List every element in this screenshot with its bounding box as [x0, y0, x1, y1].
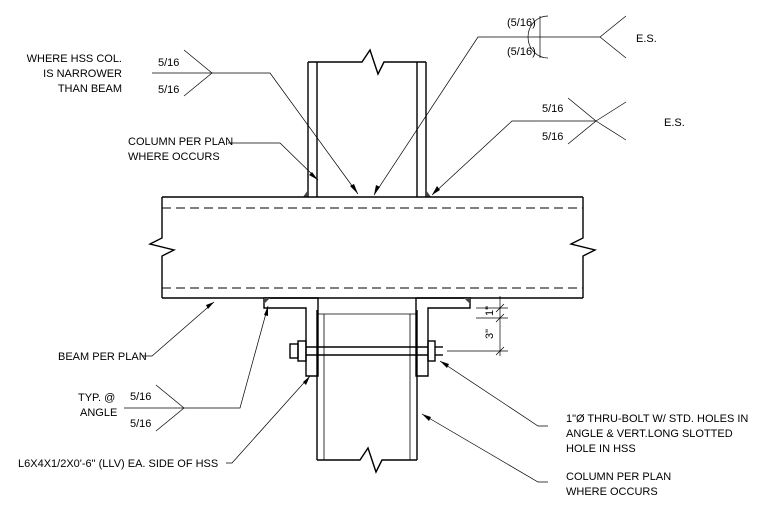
field-weld-tail-note: E.S. [636, 33, 657, 45]
angle-spec-note: L6X4X1/2X0'-6" (LLV) EA. SIDE OF HSS [18, 458, 218, 470]
column-weld-size-top: 5/16 [542, 103, 563, 115]
thru-bolt [289, 340, 443, 362]
lower-column [316, 310, 418, 474]
weld-symbol-column [431, 97, 627, 196]
beam-note: BEAM PER PLAN [58, 351, 147, 363]
angle-weld-size-bottom: 5/16 [130, 418, 151, 430]
column-weld-tail-note: E.S. [664, 117, 685, 129]
leader-bolt [439, 360, 548, 427]
weld-size-hss-top: 5/16 [158, 57, 179, 69]
bolt-note-line3: HOLE IN HSS [566, 443, 636, 455]
upper-column [303, 48, 431, 197]
typ-angle-note-line1: TYP. @ [78, 392, 115, 404]
angle-weld-size-top: 5/16 [130, 391, 151, 403]
field-weld-size-top: (5/16) [507, 17, 536, 29]
weld-symbol-hss-narrower [152, 49, 359, 195]
weld-symbol-angle [124, 305, 269, 432]
bolt-note-line2: ANGLE & VERT.LONG SLOTTED [566, 428, 733, 440]
bolt-note-line1: 1"Ø THRU-BOLT W/ STD. HOLES IN [566, 413, 748, 425]
column-weld-size-bottom: 5/16 [542, 131, 563, 143]
leader-beam [142, 301, 215, 357]
right-angle [415, 297, 471, 377]
column-upper-note-line2: WHERE OCCURS [128, 151, 220, 163]
leader-column-lower [421, 413, 548, 483]
hss-narrower-note-line2: IS NARROWER [43, 68, 122, 80]
column-lower-note-line1: COLUMN PER PLAN [566, 471, 671, 483]
hss-narrower-note-line1: WHERE HSS COL. [27, 53, 122, 65]
column-lower-note-line2: WHERE OCCURS [566, 486, 658, 498]
dimension-upper: 1" [484, 306, 496, 316]
left-angle [263, 297, 319, 377]
beam [147, 196, 598, 299]
field-weld-size-bottom: (5/16) [507, 46, 536, 58]
leader-column-upper [228, 142, 319, 181]
dimension-lower: 3" [484, 329, 496, 339]
weld-size-hss-bottom: 5/16 [158, 84, 179, 96]
typ-angle-note-line2: ANGLE [80, 407, 117, 419]
column-upper-note-line1: COLUMN PER PLAN [128, 136, 233, 148]
weld-symbol-field [373, 15, 627, 196]
hss-narrower-note-line3: THAN BEAM [58, 83, 122, 95]
leader-angle-spec [226, 375, 311, 464]
dimension-lines [447, 296, 508, 356]
